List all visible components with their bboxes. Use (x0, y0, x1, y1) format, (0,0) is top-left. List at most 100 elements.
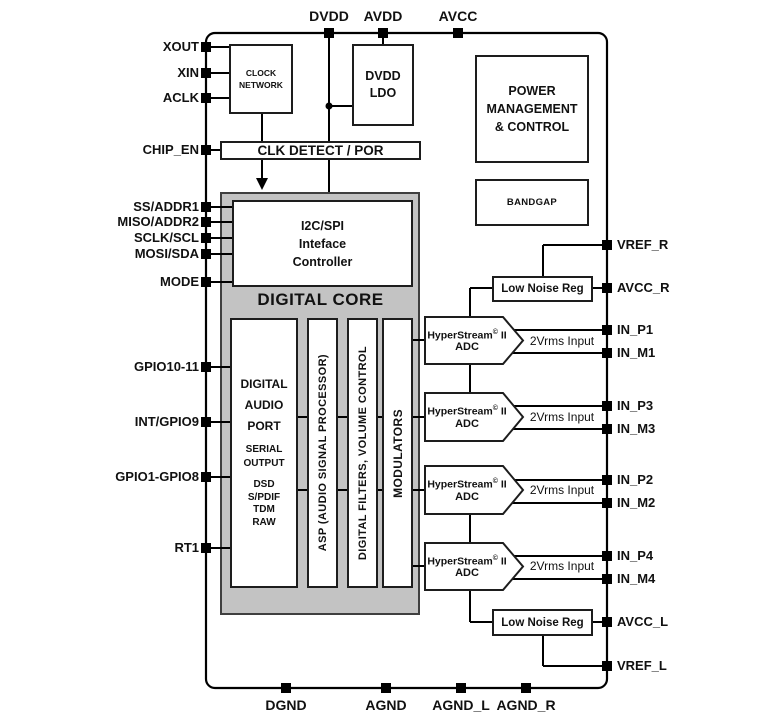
pin-label-mosi-sda: MOSI/SDA (134, 246, 199, 261)
vrms-input-label-1: 2Vrms Input (529, 334, 595, 348)
pin-square-in-p1 (602, 325, 612, 335)
pin-label-dvdd: DVDD (309, 8, 349, 24)
digital-audio-port-block: DIGITAL AUDIO PORT SERIAL OUTPUT DSD S/P… (230, 318, 298, 588)
pin-square-vref-l (602, 661, 612, 671)
adc-label: ADC (455, 490, 479, 503)
pin-label-in-p1: IN_P1 (617, 322, 654, 337)
adc-brand: HyperStream (427, 478, 493, 491)
pin-square-agnd-l (456, 683, 466, 693)
adc1-block: HyperStream© II ADC (426, 317, 508, 364)
vrms-input-label-4: 2Vrms Input (529, 559, 595, 573)
copyright-mark: © (492, 328, 498, 336)
adc-shapes (424, 316, 525, 591)
copyright-mark: © (492, 405, 498, 413)
pin-label-int-gpio9: INT/GPIO9 (134, 414, 199, 429)
pin-square-aclk (201, 93, 211, 103)
pin-square-avcc (453, 28, 463, 38)
pin-square-xout (201, 42, 211, 52)
pin-label-chip-en: CHIP_EN (142, 142, 199, 157)
adc-suffix: II (500, 329, 507, 342)
pin-label-gpio10-11: GPIO10-11 (133, 359, 199, 374)
modulators-label: MODULATORS (390, 408, 405, 498)
pin-square-in-p2 (602, 475, 612, 485)
pin-square-rt1 (201, 543, 211, 553)
pin-label-in-p2: IN_P2 (617, 472, 654, 487)
adc-suffix: II (500, 555, 507, 568)
pin-square-ss-addr1 (201, 202, 211, 212)
asp-label: ASP (AUDIO SIGNAL PROCESSOR) (316, 354, 329, 552)
pin-label-in-p4: IN_P4 (617, 548, 654, 563)
pin-square-avcc-r (602, 283, 612, 293)
digital-filters-label: DIGITAL FILTERS, VOLUME CONTROL (356, 345, 369, 561)
pin-label-vref-l: VREF_L (617, 658, 667, 673)
digital-audio-port-title: DIGITAL AUDIO PORT (240, 377, 288, 433)
pin-label-vref-r: VREF_R (617, 237, 669, 252)
adc-brand: HyperStream (427, 405, 493, 418)
pin-label-in-m2: IN_M2 (617, 495, 656, 510)
low-noise-reg-bottom-block: Low Noise Reg (492, 609, 593, 636)
adc4-block: HyperStream© II ADC (426, 543, 508, 590)
clock-network-block: CLOCK NETWORK (229, 44, 293, 114)
pin-label-xout: XOUT (162, 39, 199, 54)
audio-formats-label: DSD S/PDIF TDM RAW (247, 479, 281, 528)
adc-label: ADC (455, 567, 479, 580)
pin-square-in-m3 (602, 424, 612, 434)
pin-label-xin: XIN (177, 65, 199, 80)
vrms-input-label-3: 2Vrms Input (529, 483, 595, 497)
asp-block: ASP (AUDIO SIGNAL PROCESSOR) (307, 318, 338, 588)
i2c-spi-interface-controller-block: I2C/SPI Inteface Controller (232, 200, 413, 287)
pin-label-avcc-r: AVCC_R (617, 280, 670, 295)
adc-label: ADC (455, 341, 479, 354)
pin-label-sclk-scl: SCLK/SCL (134, 230, 199, 245)
chip-boundary (204, 31, 609, 690)
bandgap-block: BANDGAP (475, 179, 589, 226)
pin-square-dgnd (281, 683, 291, 693)
pin-square-avdd (378, 28, 388, 38)
pin-label-mode: MODE (160, 274, 199, 289)
pin-label-miso-addr2: MISO/ADDR2 (117, 214, 199, 229)
vrms-input-label-2: 2Vrms Input (529, 410, 595, 424)
pin-square-xin (201, 68, 211, 78)
pin-label-ss-addr1: SS/ADDR1 (133, 199, 199, 214)
pin-square-in-p4 (602, 551, 612, 561)
adc3-shape (424, 465, 525, 515)
pin-square-in-m1 (602, 348, 612, 358)
pin-square-gpio1-gpio8 (201, 472, 211, 482)
adc-suffix: II (500, 405, 507, 418)
pin-square-int-gpio9 (201, 417, 211, 427)
pin-label-gpio1-gpio8: GPIO1-GPIO8 (115, 469, 199, 484)
adc1-shape (424, 316, 525, 365)
pin-label-in-m3: IN_M3 (617, 421, 656, 436)
copyright-mark: © (492, 554, 498, 562)
adc3-block: HyperStream© II ADC (426, 466, 508, 514)
pin-label-dgnd: DGND (265, 697, 307, 713)
pin-label-agnd: AGND (365, 697, 407, 713)
pin-square-gpio10-11 (201, 362, 211, 372)
pin-square-vref-r (602, 240, 612, 250)
pin-square-in-m4 (602, 574, 612, 584)
pin-square-in-m2 (602, 498, 612, 508)
pin-square-avcc-l (602, 617, 612, 627)
adc2-shape (424, 392, 525, 442)
adc2-block: HyperStream© II ADC (426, 393, 508, 441)
pin-label-aclk: ACLK (162, 90, 199, 105)
digital-filters-block: DIGITAL FILTERS, VOLUME CONTROL (347, 318, 378, 588)
low-noise-reg-top-block: Low Noise Reg (492, 276, 593, 302)
pin-label-avdd: AVDD (363, 8, 403, 24)
adc-suffix: II (500, 478, 507, 491)
adc-brand: HyperStream (427, 555, 493, 568)
pin-square-in-p3 (602, 401, 612, 411)
pin-square-miso-addr2 (201, 217, 211, 227)
pin-square-mode (201, 277, 211, 287)
junction-dot (325, 102, 333, 110)
power-management-block: POWER MANAGEMENT & CONTROL (475, 55, 589, 163)
adc-label: ADC (455, 417, 479, 430)
pin-label-rt1: RT1 (174, 540, 199, 555)
pin-square-dvdd (324, 28, 334, 38)
pin-label-agnd-r: AGND_R (496, 697, 556, 713)
adc4-shape (424, 542, 525, 591)
dvdd-ldo-block: DVDD LDO (352, 44, 414, 126)
pin-square-mosi-sda (201, 249, 211, 259)
